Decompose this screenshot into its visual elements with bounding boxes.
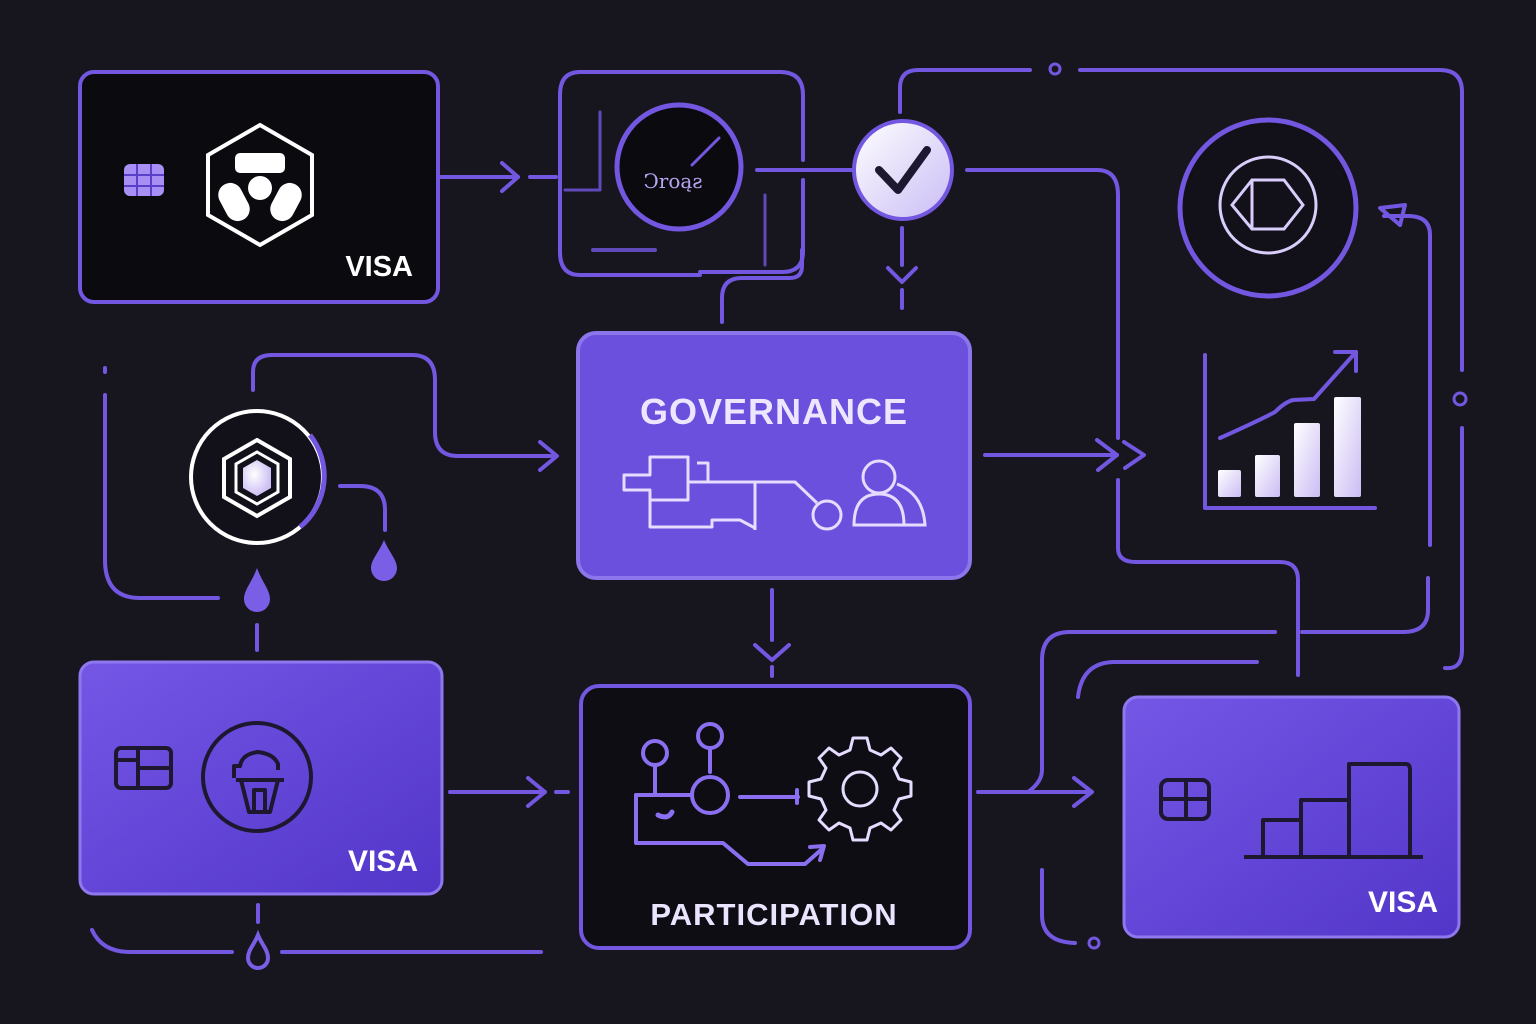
connector-right-down [1443, 426, 1464, 671]
gear-icon [807, 736, 913, 842]
arrowhead-right-icon [526, 776, 547, 808]
card-brand-label: VISA [345, 251, 413, 283]
hexagon-token-logo-icon [206, 122, 314, 248]
connector-left-loop [103, 393, 220, 600]
card-chip-icon [114, 746, 173, 790]
connector-coin-to-drop [338, 484, 387, 532]
card-purple-left[interactable]: VISA [78, 660, 444, 896]
hexagon-coin-icon [1230, 178, 1305, 231]
hex-coin-node[interactable] [189, 409, 327, 545]
droplet-icon [371, 540, 397, 581]
verify-check-node[interactable] [852, 119, 954, 221]
token-ring-node[interactable] [1177, 117, 1359, 299]
droplet-icon [245, 929, 271, 970]
card-brand-label: VISA [1368, 886, 1438, 919]
card-purple-right[interactable]: VISA [1122, 695, 1461, 939]
node-network-icon [634, 722, 826, 866]
connector-branch-up [1300, 576, 1430, 634]
arrowhead-down-icon [886, 266, 918, 284]
droplets [244, 540, 397, 970]
signature-text: Ͻrοąƨ [643, 169, 702, 193]
connector-coin-to-governance [251, 353, 557, 458]
signature-node[interactable]: Ͻrοąƨ [558, 70, 805, 277]
arrowhead-right-icon [1095, 438, 1119, 472]
checkmark-icon [875, 146, 931, 194]
droplet-icon [244, 568, 270, 612]
connector-branch-up [1026, 630, 1277, 794]
governance-title: GOVERNANCE [640, 391, 908, 432]
arrowhead-right-icon [538, 440, 559, 472]
connector-right-column [1116, 478, 1300, 677]
card-black[interactable]: VISA [78, 70, 440, 304]
participation-title: PARTICIPATION [650, 897, 897, 932]
flow-connector-icon [622, 455, 843, 531]
signature-circle [614, 102, 744, 232]
arrowhead-right-icon [500, 161, 520, 193]
junction-node-icon [1452, 391, 1468, 407]
user-icon [852, 459, 927, 527]
connector-bottom-left [90, 928, 234, 954]
arrowhead-left-icon [1378, 203, 1407, 227]
card-brand-label: VISA [348, 845, 418, 878]
arrowhead-right-icon [1122, 440, 1146, 470]
hexagon-stack-icon [222, 437, 292, 519]
bar-chart-growth-icon [1203, 350, 1377, 510]
connectors [90, 62, 1468, 954]
cupcake-icon [232, 750, 284, 814]
junction-node-icon [1087, 936, 1101, 950]
connector-check-right [965, 168, 1120, 440]
bar-chart-steps-icon [1244, 762, 1423, 859]
connector-signature-to-governance [720, 248, 804, 324]
connector-check-loop [898, 68, 1032, 114]
arrowhead-right-icon [1072, 776, 1094, 808]
signature-pen-icon [690, 136, 721, 167]
connector-up-to-token [1382, 214, 1432, 547]
governance-node[interactable]: GOVERNANCE [576, 331, 972, 580]
connector-branch-lower [1076, 660, 1259, 699]
participation-node[interactable]: PARTICIPATION [579, 684, 972, 950]
card-chip-icon [124, 164, 164, 196]
arrowhead-down-icon [753, 643, 791, 662]
junction-node-icon [1048, 62, 1062, 76]
connector-top-right [1078, 68, 1464, 372]
card-chip-icon [1159, 778, 1211, 821]
connector-bottom-hook [1040, 868, 1077, 945]
